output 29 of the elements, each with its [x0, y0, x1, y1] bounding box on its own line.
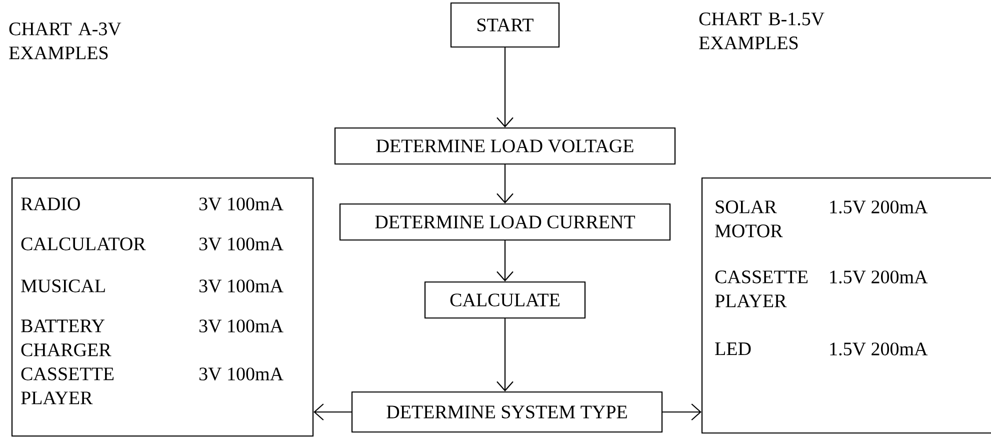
chart-heading: CHART A-3V EXAMPLES — [9, 22, 122, 60]
rating-text: 1.5V 200mA — [830, 200, 928, 214]
arrow — [496, 318, 514, 392]
device-name: LED — [715, 342, 751, 356]
arrow — [496, 48, 514, 128]
process-box: DETERMINE LOAD VOLTAGE — [334, 127, 676, 165]
arrow — [662, 404, 702, 420]
process-box: CALCULATE — [424, 281, 586, 319]
process-box: DETERMINE LOAD CURRENT — [339, 203, 671, 241]
process-box: START — [450, 2, 560, 48]
rating-text: 1.5V 200mA — [830, 270, 928, 284]
device-name: CASSETTE PLAYER — [21, 368, 114, 404]
rating-text: 3V 100mA — [199, 198, 284, 210]
arrow — [314, 404, 352, 420]
rating-text: 3V 100mA — [199, 368, 284, 380]
device-name: RADIO — [21, 198, 80, 210]
device-name: MUSICAL — [21, 280, 105, 292]
rating-text: 3V 100mA — [199, 320, 284, 332]
device-name: CASSETTE PLAYER — [715, 270, 808, 308]
device-name: BATTERY CHARGER — [21, 320, 112, 356]
process-box: DETERMINE SYSTEM TYPE — [351, 391, 663, 433]
chart-heading: CHART B-1.5V EXAMPLES — [699, 12, 824, 50]
device-name: SOLAR MOTOR — [715, 200, 783, 238]
arrow — [496, 164, 514, 204]
rating-text: 1.5V 200mA — [830, 342, 928, 356]
rating-text: 3V 100mA — [199, 280, 284, 292]
rating-text: 3V 100mA — [199, 238, 284, 250]
arrow — [496, 240, 514, 282]
device-name: CALCULATOR — [21, 238, 146, 250]
